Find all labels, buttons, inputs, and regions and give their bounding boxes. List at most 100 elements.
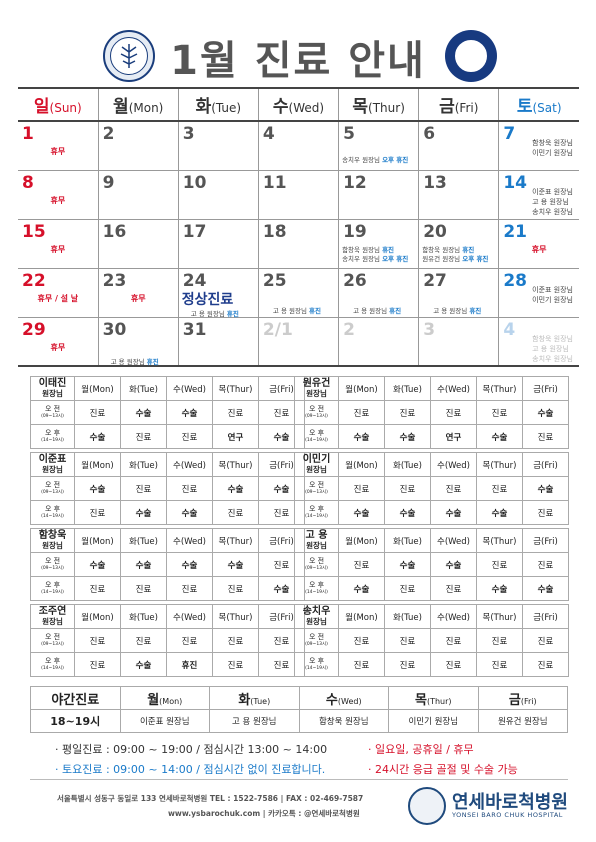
doctor-title: 원장님: [306, 388, 327, 398]
calendar-day: 11: [257, 170, 339, 220]
calendar-day: 4: [257, 121, 339, 171]
day-english: (Wed): [444, 384, 470, 395]
schedule-day-header: 목(Thur): [212, 604, 259, 629]
day-korean: 금: [269, 460, 278, 471]
schedule-cell: 진료: [476, 628, 523, 653]
period-label: 오 전: [308, 632, 325, 641]
note-status: 휴진: [469, 306, 482, 315]
schedule-day-header: 화(Tue): [384, 376, 431, 401]
schedule-cell: 진료: [212, 500, 259, 525]
day-number: 4: [503, 319, 516, 340]
schedule-cell: 진료: [522, 552, 569, 577]
note-status: 오후 휴진: [382, 254, 409, 263]
note-doctor: 함창욱 원장님: [422, 245, 463, 254]
day-english: (Wed): [180, 612, 206, 623]
schedule-cell: 진료: [430, 476, 477, 501]
weekday-english: (Fri): [454, 101, 479, 115]
day-korean: 금: [533, 612, 542, 623]
schedule-cell: 수술: [74, 476, 121, 501]
normal-clinic-label: 정상진료: [181, 291, 234, 308]
day-number: 7: [503, 124, 516, 144]
day-number: 8: [22, 172, 34, 193]
note-status: 휴진: [382, 245, 395, 254]
night-day-wed: 수(Wed): [298, 686, 389, 710]
day-korean: 화: [393, 536, 401, 547]
day-number: 29: [22, 319, 46, 340]
day-korean: 화: [393, 384, 401, 395]
calendar: 일(Sun)월(Mon)화(Tue)수(Wed)목(Thur)금(Fri)토(S…: [18, 87, 579, 367]
schedule-cell: 수술: [522, 400, 569, 425]
weekday-thu: 목(Thur): [338, 87, 419, 122]
schedule-cell: 진료: [120, 424, 167, 449]
schedule-day-header: 목(Thur): [476, 604, 523, 629]
day-korean: 목: [482, 384, 491, 395]
calendar-day: 18: [257, 219, 339, 269]
schedule-day-header: 목(Thur): [476, 528, 523, 553]
weekday-tue: 화(Tue): [177, 87, 259, 122]
saturday-doctor: 함창욱 원장님: [532, 139, 573, 147]
day-korean: 금: [533, 384, 542, 395]
day-english: (Tue): [136, 536, 158, 547]
closure-note: 고 용 원장님 휴진: [273, 305, 321, 315]
period-cell: 오 전(09~13시): [294, 400, 339, 425]
schedule-cell: 진료: [522, 628, 569, 653]
weekday-wed: 수(Wed): [257, 87, 339, 122]
weekday-english: (Sat): [532, 101, 562, 115]
schedule-cell: 수술: [384, 552, 431, 577]
weekday-english: (Mon): [128, 101, 164, 115]
holiday-label: 휴무: [130, 293, 146, 303]
note-status: 오후 휴진: [382, 156, 409, 164]
day-korean: 수: [437, 536, 445, 547]
schedule-cell: 진료: [384, 576, 431, 601]
note-doctor: 고 용 원장님: [272, 306, 310, 315]
period-label: 오 전: [44, 480, 61, 489]
day-korean: 목: [482, 536, 491, 547]
schedule-cell: 수술: [430, 552, 477, 577]
period-label: 오 후: [308, 504, 325, 513]
day-number: 22: [22, 270, 46, 291]
day-number: 3: [182, 124, 195, 144]
day-korean: 수: [173, 460, 181, 471]
note-status: 휴진: [389, 306, 402, 315]
day-english: (Tue): [136, 460, 158, 471]
weekday-mon: 월(Mon): [97, 87, 179, 122]
period-cell: 오 전(09~13시): [30, 476, 75, 501]
note-doctor: 송치우 원장님: [342, 156, 383, 164]
day-number: 2: [102, 124, 115, 144]
hospital-logo-icon: [408, 787, 446, 825]
calendar-day: 2: [338, 317, 419, 367]
period-cell: 오 전(09~13시): [294, 552, 339, 577]
period-time: (09~13시): [41, 565, 64, 571]
day-english: (Thur): [226, 460, 253, 471]
night-day-fri: 금(Fri): [477, 686, 568, 710]
schedule-day-header: 화(Tue): [384, 528, 431, 553]
schedule-cell: 진료: [120, 628, 167, 653]
schedule-day-header: 월(Mon): [74, 376, 121, 401]
period-time: (14~19시): [305, 513, 328, 519]
period-time: (09~13시): [305, 413, 328, 419]
doctor-title: 원장님: [306, 464, 327, 474]
period-label: 오 전: [44, 404, 61, 413]
note-status: 휴진: [462, 245, 475, 254]
schedule-day-header: 금(Fri): [522, 376, 569, 401]
day-number: 2/1: [262, 319, 293, 340]
schedule-cell: 수술: [522, 576, 569, 601]
schedule-day-header: 목(Thur): [476, 376, 523, 401]
schedule-cell: 진료: [338, 628, 385, 653]
period-label: 오 후: [308, 656, 325, 665]
weekday-sun: 일(Sun): [18, 87, 99, 122]
day-korean: 수: [173, 612, 181, 623]
